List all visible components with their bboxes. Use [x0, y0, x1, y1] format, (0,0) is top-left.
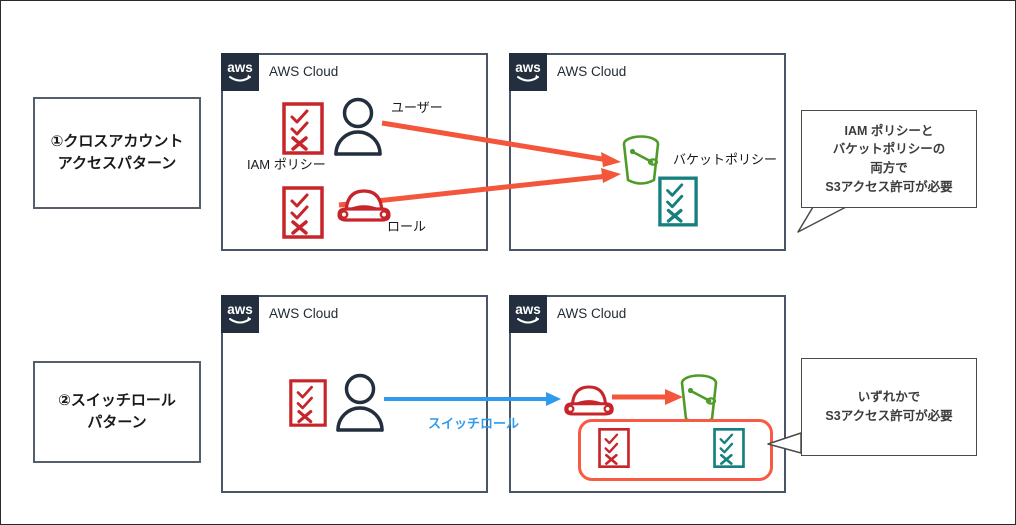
iam-policy-icon — [598, 427, 630, 469]
svg-text:aws: aws — [515, 60, 541, 75]
callout-1-line2: バケットポリシーの — [832, 142, 946, 157]
s3-bucket-icon — [619, 134, 663, 190]
aws-logo-icon: aws — [509, 53, 547, 91]
iam-policy-label: IAM ポリシー — [247, 157, 326, 172]
pattern-2-label-line1: ②スイッチロール — [58, 392, 176, 410]
role-label: ロール — [387, 219, 427, 234]
callout-1-line3: 両方で — [870, 161, 908, 175]
cloud-box-top-right-label: AWS Cloud — [557, 64, 627, 79]
callout-1-line1: IAM ポリシーと — [844, 123, 934, 138]
cloud-box-bottom-right-label: AWS Cloud — [557, 306, 627, 321]
pattern-label-box-2: ②スイッチロール パターン — [33, 361, 201, 463]
aws-logo-icon: aws — [221, 295, 259, 333]
iam-policy-icon — [282, 102, 324, 155]
callout-1-line4: S3アクセス許可が必要 — [825, 179, 953, 194]
aws-logo-icon: aws — [221, 53, 259, 91]
bucket-policy-icon — [713, 427, 745, 469]
callout-box-1: IAM ポリシーと バケットポリシーの 両方で S3アクセス許可が必要 — [801, 110, 977, 208]
cloud-box-top-left-label: AWS Cloud — [269, 64, 339, 79]
callout-2-line2: S3アクセス許可が必要 — [825, 409, 953, 423]
pattern-2-label-line2: パターン — [87, 414, 147, 431]
user-icon — [333, 372, 387, 434]
svg-text:aws: aws — [227, 60, 253, 75]
user-icon — [331, 96, 385, 158]
bucket-policy-label: バケットポリシー — [673, 152, 778, 167]
cloud-box-bottom-left-label: AWS Cloud — [269, 306, 339, 321]
aws-logo-icon: aws — [509, 295, 547, 333]
iam-policy-icon — [282, 186, 324, 239]
bucket-policy-icon — [658, 176, 698, 227]
role-helmet-icon — [335, 184, 393, 226]
svg-text:aws: aws — [227, 302, 253, 317]
pattern-1-label-line2: アクセスパターン — [57, 155, 177, 172]
user-label: ユーザー — [391, 100, 443, 115]
pattern-1-label-line1: ①クロスアカウント — [50, 133, 184, 151]
switch-role-label: スイッチロール — [428, 416, 520, 431]
svg-text:aws: aws — [515, 302, 541, 317]
role-helmet-icon — [562, 380, 616, 420]
iam-policy-icon — [289, 379, 327, 427]
callout-2-line1: いずれかで — [857, 390, 921, 405]
pattern-label-box-1: ①クロスアカウント アクセスパターン — [33, 97, 201, 209]
callout-box-2: いずれかで S3アクセス許可が必要 — [801, 358, 977, 456]
